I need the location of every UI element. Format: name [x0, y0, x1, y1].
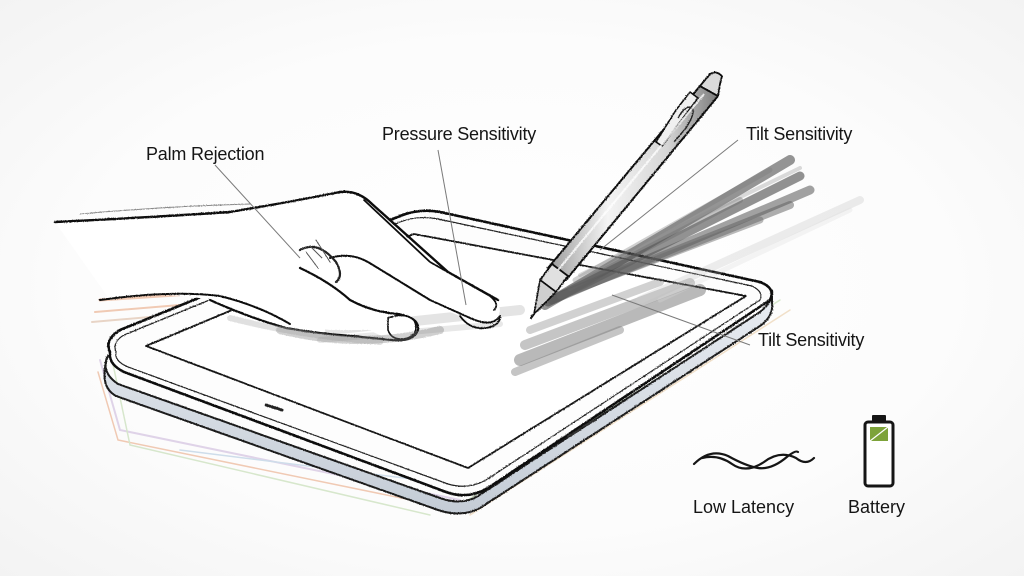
callout-palm-rejection: Palm Rejection — [146, 144, 265, 164]
battery-icon — [862, 414, 896, 488]
feature-battery-label: Battery — [848, 497, 906, 517]
leader-lines — [214, 139, 751, 346]
callout-tilt-sensitivity-side: Tilt Sensitivity — [758, 330, 865, 350]
tilt-fan-strokes — [540, 155, 815, 310]
wave-icon — [692, 444, 816, 476]
callout-pressure-sensitivity: Pressure Sensitivity — [382, 124, 537, 144]
leader-palm-rejection — [214, 164, 301, 259]
leader-pressure-sensitivity — [437, 149, 467, 306]
leader-tilt-top — [599, 139, 739, 251]
leader-tilt-side — [611, 294, 751, 346]
callout-tilt-sensitivity-top: Tilt Sensitivity — [746, 124, 853, 144]
feature-low-latency-label: Low Latency — [693, 497, 795, 517]
hand — [53, 190, 501, 345]
stylus-pen — [530, 71, 723, 319]
